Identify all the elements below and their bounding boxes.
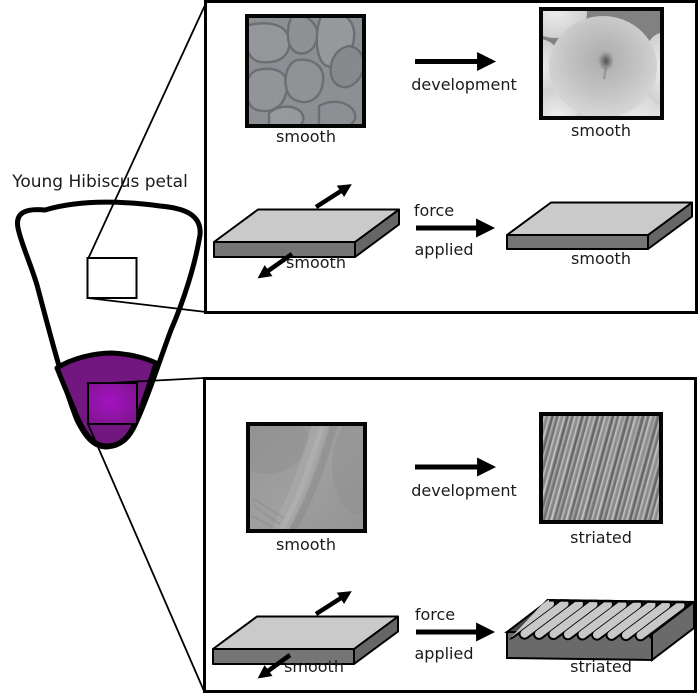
zoom-box-bottom-region: [87, 382, 138, 425]
petal-outline: [14, 199, 203, 450]
sem-art: [543, 11, 660, 116]
label-top-slab-before: smooth: [286, 253, 346, 272]
connector-line-top-upper: [87, 2, 207, 260]
zoom-box-top-region: [86, 257, 138, 299]
label-bottom-slab-before: smooth: [284, 657, 344, 676]
sem-image-top-young-smooth: [245, 14, 366, 128]
connector-line-top-lower: [87, 297, 207, 313]
smooth-slab-bottom-left: [212, 615, 399, 665]
label-top-applied: applied: [414, 240, 474, 259]
slab-side-face: [651, 599, 695, 663]
petal-title: Young Hibiscus petal: [12, 172, 188, 192]
stretch-arrow-down-icon: [257, 252, 294, 279]
slab-top-face: [213, 208, 400, 243]
label-bottom-dev-after: striated: [570, 528, 632, 547]
label-bottom-development: development: [411, 481, 517, 500]
label-bottom-force: force: [414, 605, 456, 624]
slab-top-face: [506, 201, 693, 236]
stretch-arrow-up-icon: [314, 591, 352, 616]
label-top-slab-after: smooth: [571, 249, 631, 268]
label-top-force: force: [413, 201, 455, 220]
sem-art: [249, 18, 362, 124]
label-top-development: development: [411, 75, 517, 94]
label-top-dev-before: smooth: [276, 127, 336, 146]
slab-top-face: [212, 615, 399, 650]
sem-art: [543, 416, 659, 520]
label-top-dev-after: smooth: [571, 121, 631, 140]
label-bottom-applied: applied: [414, 644, 474, 663]
label-bottom-dev-before: smooth: [276, 535, 336, 554]
slab-front-face: [506, 234, 649, 250]
sem-image-bottom-striated: [539, 412, 663, 524]
stretch-arrow-down-icon: [257, 653, 292, 679]
smooth-slab-top-left: [213, 208, 400, 258]
label-bottom-slab-after: striated: [570, 657, 632, 676]
slab-back-edge: [548, 599, 695, 604]
sem-image-bottom-young-smooth: [246, 422, 367, 533]
smooth-slab-top-right: [506, 201, 693, 250]
stretch-arrow-up-icon: [314, 184, 352, 209]
sem-art: [250, 426, 363, 529]
sem-image-top-mature-smooth: [539, 7, 664, 120]
striated-slab: [504, 598, 697, 663]
connector-line-bottom-lower: [87, 423, 205, 692]
